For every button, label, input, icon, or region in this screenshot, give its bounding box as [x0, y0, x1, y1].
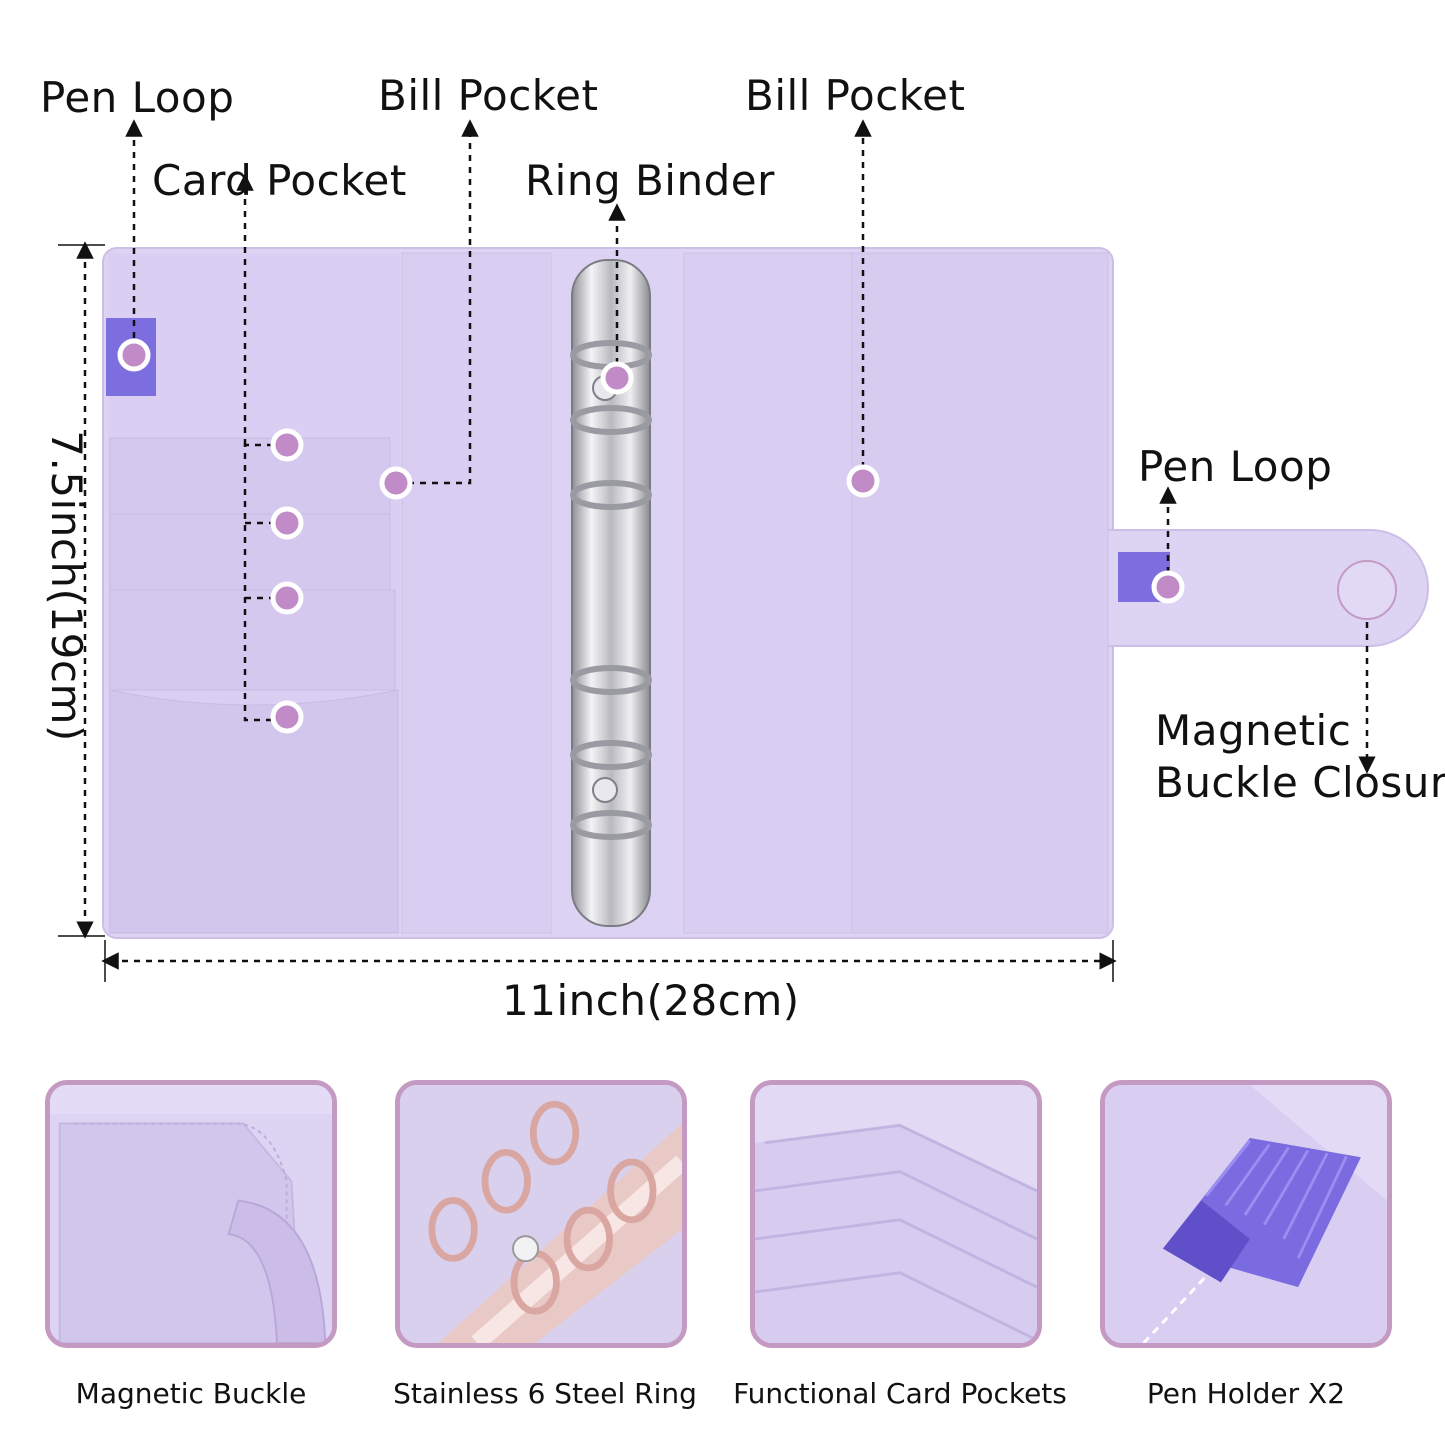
card-slot-1 [109, 437, 391, 519]
callout-markers [117, 338, 1185, 734]
label-magnetic: Magnetic [1155, 706, 1352, 755]
thumb-pen-holder [1100, 1080, 1392, 1348]
right-panel [851, 252, 1109, 934]
magnetic-tab [1104, 529, 1429, 647]
caption-card-pockets: Functional Card Pockets [733, 1377, 1067, 1410]
label-height-dimension: 7.5inch(19cm) [41, 430, 91, 742]
label-buckle-closure: Buckle Closure [1155, 758, 1445, 807]
magnetic-button [1337, 560, 1397, 620]
leader-lines [125, 119, 1376, 774]
dimension-lines [58, 241, 1117, 982]
ring-binder-bar [571, 259, 651, 927]
label-card-pocket: Card Pocket [152, 156, 407, 205]
bill-pocket-right-panel [683, 252, 853, 934]
thumb-card-pockets [750, 1080, 1042, 1348]
label-width-dimension: 11inch(28cm) [502, 976, 800, 1025]
label-bill-pocket-left: Bill Pocket [378, 71, 599, 120]
label-pen-loop-left: Pen Loop [40, 73, 235, 122]
card-slot-3 [109, 589, 396, 691]
rivet-bottom [592, 777, 618, 803]
thumb-magnetic-buckle [45, 1080, 337, 1348]
thumb-steel-ring [395, 1080, 687, 1348]
caption-pen-holder: Pen Holder X2 [1146, 1377, 1346, 1410]
caption-magnetic-buckle: Magnetic Buckle [75, 1377, 307, 1410]
bill-pocket-left-panel [401, 252, 553, 934]
label-pen-loop-right: Pen Loop [1138, 442, 1333, 491]
label-ring-binder: Ring Binder [525, 156, 775, 205]
label-bill-pocket-right: Bill Pocket [745, 71, 966, 120]
front-pocket [109, 689, 399, 934]
card-slot-2 [109, 513, 391, 595]
caption-steel-ring: Stainless 6 Steel Ring [393, 1377, 697, 1410]
